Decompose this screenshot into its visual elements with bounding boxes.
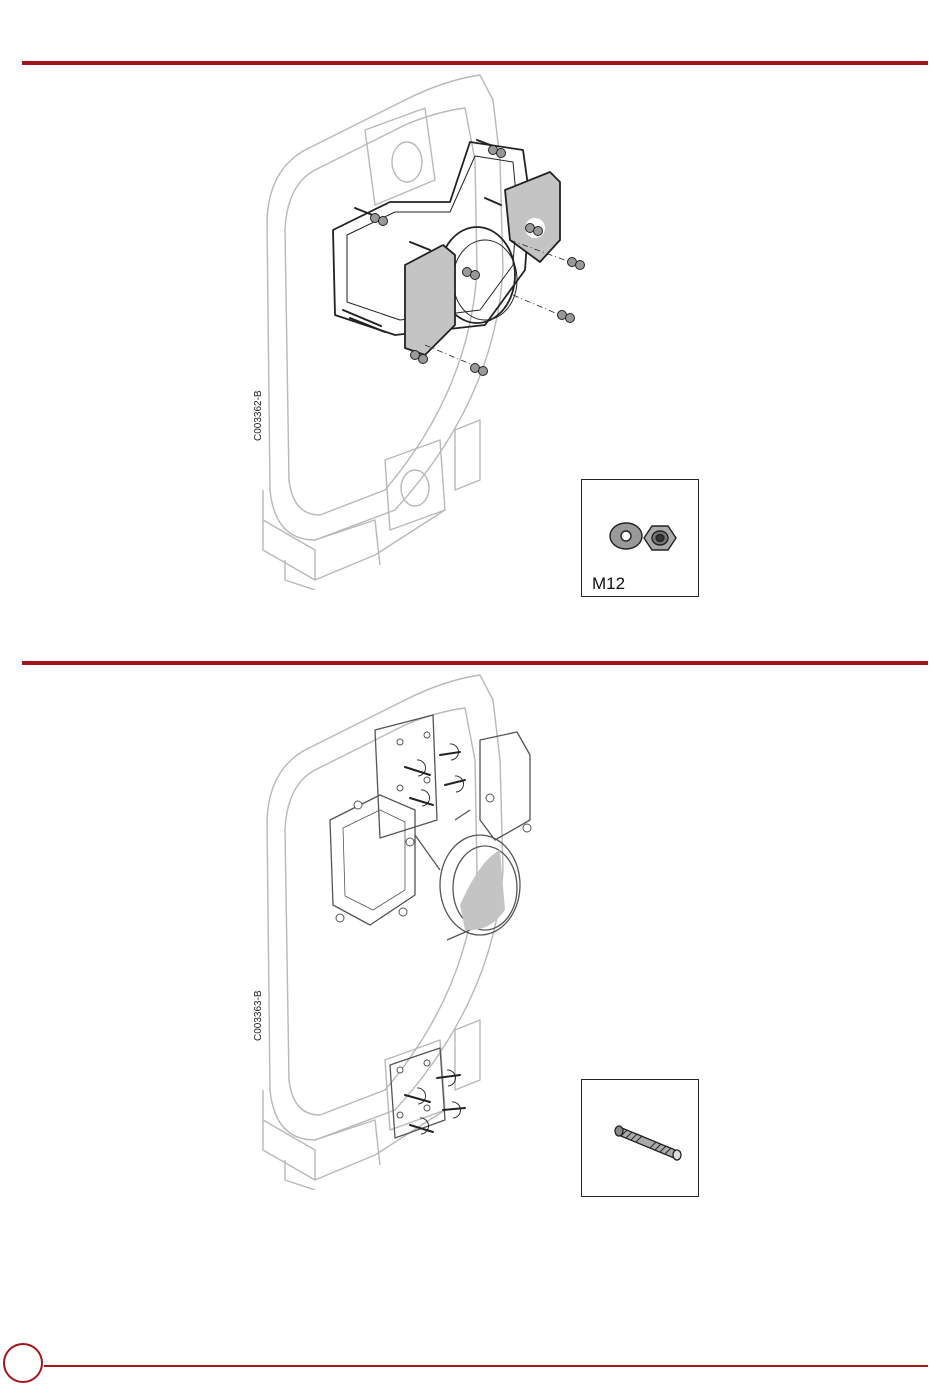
nut-washer-icon	[582, 488, 698, 578]
boiler-flange-drawing-1	[255, 70, 595, 590]
figure-1	[255, 70, 595, 590]
footer-rule	[44, 1365, 928, 1367]
page-number-badge	[3, 1343, 43, 1383]
detail-box-1: M12	[581, 479, 699, 597]
detail-box-2	[581, 1079, 699, 1197]
figure-code-1: C003362-B	[253, 390, 264, 441]
figure-2	[255, 670, 595, 1190]
boiler-flange-drawing-2	[255, 670, 595, 1190]
section-rule-middle	[22, 661, 928, 665]
detail-label-1: M12	[592, 574, 625, 594]
stud-bolt-icon	[582, 1080, 698, 1196]
section-rule-top	[22, 61, 928, 65]
figure-code-2: C003363-B	[253, 990, 264, 1041]
